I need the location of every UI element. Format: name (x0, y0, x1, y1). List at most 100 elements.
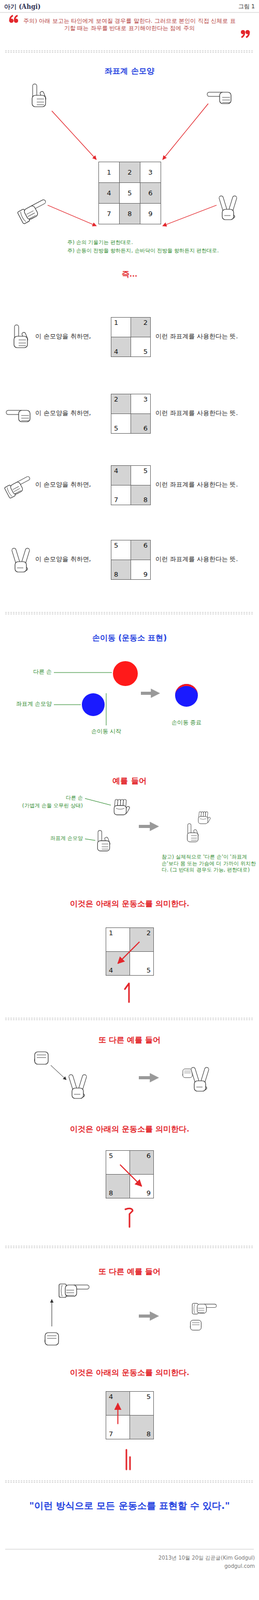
grid-cell: 4 (110, 465, 132, 486)
footer-text: 2013년 10월 20일 김곧글(Kim Godgul) (77, 1554, 255, 1562)
cell-number: 1 (108, 929, 113, 937)
hand-palm (18, 410, 31, 422)
grid-cell: 8 (129, 1414, 154, 1440)
hand-crease (222, 97, 230, 103)
hand-crease (18, 339, 26, 346)
hand-shape (45, 1332, 59, 1345)
cell-number: 8 (146, 1430, 151, 1437)
label-box: 주) 손등이 전방을 향하든지, 손바닥이 전방을 향하든지 편한대로. (67, 247, 257, 255)
hand-shape (198, 812, 210, 824)
grid-cell: 1 (98, 161, 120, 183)
callout-label: 좌표계 손모양 (1, 700, 52, 708)
title-box: 아기 (Ahgi) (4, 2, 41, 12)
cell-number: 2 (146, 929, 151, 937)
grid-cell: 7 (105, 1414, 131, 1440)
hand-palm (182, 1068, 193, 1078)
cell-number: 5 (143, 348, 148, 355)
note: 주) 손등이 전방을 향하든지, 손바닥이 전방을 향하든지 편한대로. (67, 247, 257, 255)
cell-number: 4 (108, 966, 113, 974)
grid-cell: 6 (130, 413, 151, 434)
label-box: 이런 좌표계를 사용한다는 뜻. (155, 555, 257, 564)
grid-cell: 7 (110, 484, 132, 506)
grid-cell: 6 (129, 1149, 154, 1175)
grid-cell: 9 (130, 559, 151, 580)
grid-cell: 2 (119, 161, 141, 183)
grid-cell: 4 (105, 951, 131, 976)
label-box: 참고) 실제적으로 '다른 손'이 '좌표계 손'보다 몸 또는 가슴에 더 가… (161, 853, 256, 874)
hand-finger (33, 85, 37, 97)
label-box: 이것은 아래의 운동소를 의미한다. (0, 898, 259, 909)
row-text: 이 손모양을 취하면, (35, 409, 109, 417)
sub-heading: 이것은 아래의 운동소를 의미한다. (0, 1124, 259, 1134)
separator-line (5, 1245, 254, 1247)
hand-palm (113, 805, 126, 815)
sub-heading: 이것은 아래의 운동소를 의미한다. (0, 1367, 259, 1378)
cell-number: 1 (106, 168, 111, 176)
cell-number: 5 (127, 189, 132, 197)
hand-crease (47, 1335, 57, 1338)
hand-palm (219, 92, 232, 104)
cell-number: 8 (113, 570, 119, 578)
row-text: 이 손모양을 취하면, (35, 555, 109, 564)
hand-shape (13, 550, 28, 572)
hand-finger (15, 326, 19, 338)
grid-cell: 5 (130, 336, 151, 357)
hand-shape (70, 1076, 85, 1099)
cell-number: 5 (146, 1392, 151, 1400)
motion-arrow (51, 1299, 53, 1327)
separator-line (5, 612, 254, 613)
cell-number: 9 (148, 210, 153, 218)
grid-cell: 3 (130, 393, 151, 414)
flow-arrow (140, 691, 157, 695)
grid-cell: 5 (130, 465, 151, 486)
sub-heading: 예를 들어 (0, 775, 259, 786)
row-text: 이런 좌표계를 사용한다는 뜻. (155, 409, 257, 417)
hand-palm (23, 204, 39, 221)
section-heading: 손이동 (운동소 표현) (0, 632, 259, 643)
hand-finger (98, 831, 102, 842)
label-box: 좌표계 손모양 (0, 66, 259, 77)
leader-line (53, 704, 81, 705)
grid-cell: 4 (98, 182, 120, 204)
label-box: 또 다른 예를 들어 (0, 1034, 259, 1045)
motion-arrow (50, 1065, 67, 1080)
cell-number: 5 (143, 467, 148, 474)
flow-arrow (138, 824, 156, 828)
grid-cell: 8 (110, 559, 132, 580)
cell-number: 5 (113, 541, 119, 549)
label-box: 주의) 아래 보고는 타인에게 보여질 경우를 말한다. 그러므로 본인이 직접… (20, 17, 239, 33)
hand-shape (32, 85, 46, 107)
hand-crease (197, 1307, 205, 1313)
grid-cell: 4 (110, 336, 132, 357)
warning-note: 주의) 아래 보고는 타인에게 보여질 경우를 말한다. 그러므로 본인이 직접… (20, 17, 239, 33)
hand-palm (9, 481, 24, 496)
grid-cell: 9 (139, 203, 162, 225)
cell-number: 2 (113, 395, 119, 403)
hand-palm (197, 1303, 207, 1314)
hand-palm (198, 816, 208, 824)
notation-glyph (124, 983, 129, 1002)
label-box: 손이동 (운동소 표현) (0, 632, 259, 643)
grid-cell: 5 (129, 1390, 154, 1416)
label-box: 이런 좌표계를 사용한다는 뜻. (155, 480, 257, 489)
note: 참고) 실제적으로 '다른 손'이 '좌표계 손'보다 몸 또는 가슴에 더 가… (161, 853, 256, 874)
hand-shape (192, 1302, 215, 1314)
hand-shape (13, 326, 28, 348)
cell-number: 6 (143, 424, 148, 432)
hand-shape (182, 1068, 193, 1078)
cell-number: 8 (143, 496, 148, 503)
separator-line (5, 1481, 254, 1483)
hand-crease (21, 415, 30, 421)
pointer-arrow (162, 103, 209, 160)
label-box: 이 손모양을 취하면, (35, 555, 109, 564)
leader-line (53, 672, 112, 673)
separator-line (5, 1019, 254, 1020)
hand-crease (36, 98, 45, 105)
label-box: 이런 좌표계를 사용한다는 뜻. (155, 409, 257, 417)
cell-number: 5 (146, 966, 151, 974)
label-box: 2013년 10월 20일 김곧글(Kim Godgul) (77, 1554, 255, 1562)
quote-mark (241, 31, 245, 38)
hand-shape (34, 1051, 49, 1064)
row-text: 이런 좌표계를 사용한다는 뜻. (155, 555, 257, 564)
pointer-arrow (51, 110, 97, 160)
